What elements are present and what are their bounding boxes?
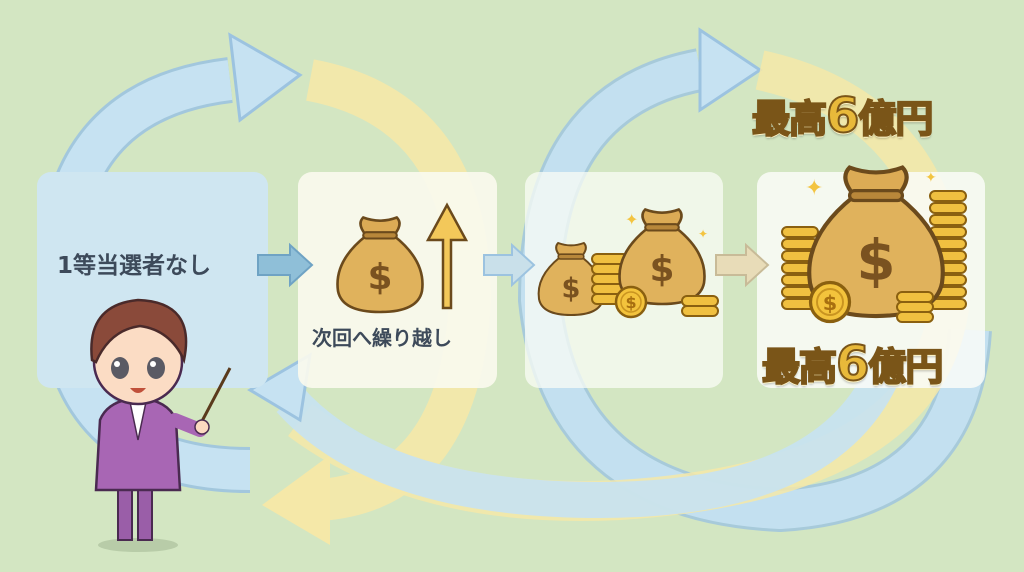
up-arrow-icon [425,202,469,310]
prize-number: 6 [825,87,860,145]
presenter-character [90,298,232,552]
sparkle-icon: ✦ [805,176,823,201]
prize-prefix: 最高 [751,96,828,142]
step-label-carryover: 次回へ繰り越し [312,326,452,350]
sparkle-icon: ✦ [698,227,708,241]
max-prize-heading-top: 最高6億円 [751,87,934,145]
cycle-arrow-right-blue [517,27,992,533]
prize-prefix: 最高 [761,344,838,390]
coin-icon [614,285,648,319]
coin-stack-icon [681,295,719,317]
prize-suffix: 億円 [857,96,934,142]
prize-suffix: 億円 [867,344,944,390]
step-label-no-winner: 1等当選者なし [57,253,212,279]
step-arrow-3 [715,242,770,288]
sparkle-icon: ✦ [925,170,937,186]
max-prize-heading-bottom: 最高6億円 [761,335,944,393]
coin-stack-front [896,291,934,323]
coin-icon [808,280,852,324]
step-arrow-1 [257,242,314,288]
sparkle-icon: ✦ [625,210,638,229]
return-arrow-blue [247,352,897,519]
money-bag-icon [336,216,424,314]
step-arrow-2 [483,242,536,288]
prize-number: 6 [835,335,870,393]
